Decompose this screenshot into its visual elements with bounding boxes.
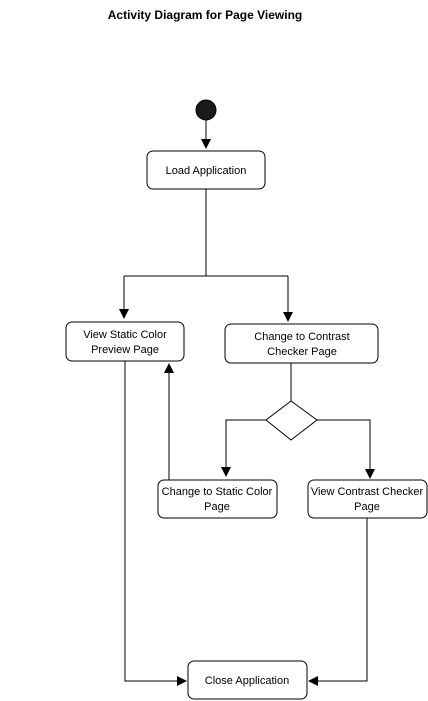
edge-view-contrast-to-close (308, 518, 368, 686)
activity-view-contrast-checker: View Contrast Checker Page (307, 479, 428, 519)
activity-close-application: Close Application (187, 660, 308, 700)
activity-view-contrast-line1: View Contrast Checker (311, 486, 424, 498)
edge-decision-to-change-static (221, 419, 266, 477)
activity-change-static-line1: Change to Static Color (162, 486, 273, 498)
activity-view-static-line1: View Static Color (83, 329, 167, 341)
activity-view-contrast-line2: Page (354, 501, 380, 513)
activity-close-label: Close Application (205, 675, 289, 687)
activity-change-to-contrast: Change to Contrast Checker Page (224, 323, 379, 364)
activity-change-to-static-color: Change to Static Color Page (157, 479, 278, 519)
activity-load-application: Load Application (146, 150, 266, 190)
activity-change-static-line2: Page (204, 501, 230, 513)
activity-view-static-line2: Preview Page (91, 344, 159, 356)
initial-node (195, 99, 217, 121)
edge-view-static-to-close (124, 361, 187, 686)
diagram-title: Activity Diagram for Page Viewing (107, 8, 303, 22)
activity-change-contrast-line2: Checker Page (267, 346, 337, 358)
edge-load-fork (124, 189, 288, 277)
activity-view-static-color: View Static Color Preview Page (65, 321, 185, 362)
edge-decision-to-view-contrast (317, 419, 375, 479)
decision-node (265, 400, 318, 441)
activity-change-contrast-line1: Change to Contrast (254, 331, 349, 343)
activity-load-label: Load Application (166, 165, 247, 177)
